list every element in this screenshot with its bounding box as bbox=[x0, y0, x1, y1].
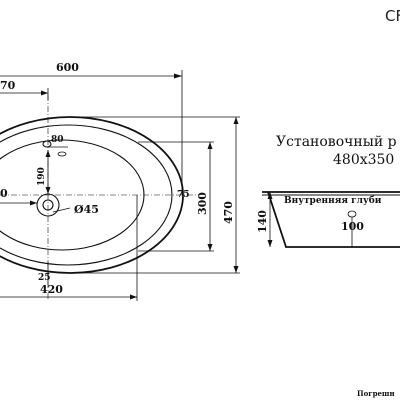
dim-100-label: 100 bbox=[341, 220, 364, 233]
dim-300-arrow-top bbox=[207, 142, 213, 149]
dim-190-arrow-top bbox=[45, 150, 51, 157]
dim-420-label: 420 bbox=[40, 283, 63, 296]
install-title-line2: 480x350 bbox=[333, 152, 394, 168]
dim-0-arrow bbox=[30, 200, 37, 206]
dim-420-arrow bbox=[130, 294, 137, 300]
dim-600-label: 600 bbox=[56, 61, 79, 74]
side-profile-outline bbox=[262, 191, 400, 248]
dim-drain-diameter-label: Ø45 bbox=[74, 203, 99, 216]
dim-300-arrow-bottom bbox=[207, 244, 213, 251]
inner-depth-label: Внутренняя глуби bbox=[284, 195, 382, 206]
dim-470-arrow-top bbox=[233, 117, 239, 124]
dim-80-label: 80 bbox=[51, 135, 64, 145]
dim-300-label: 300 bbox=[196, 192, 209, 215]
inner-rim-ellipse bbox=[0, 124, 173, 266]
dim-470-arrow-bottom bbox=[233, 266, 239, 273]
dim-600-arrow bbox=[174, 73, 182, 79]
drain-inner-circle bbox=[42, 199, 54, 211]
dim-190-arrow-bottom bbox=[45, 187, 51, 194]
model-code: CF bbox=[385, 7, 400, 25]
install-title-line1: Установочный р bbox=[276, 134, 397, 150]
overflow-hole bbox=[42, 140, 52, 148]
dim-140-label: 140 bbox=[256, 210, 269, 233]
dim-75-label: 75 bbox=[177, 190, 190, 200]
dim-470-label: 470 bbox=[222, 201, 235, 224]
footnote: Погрешн bbox=[357, 389, 395, 398]
dim-140-arrow-top bbox=[267, 192, 273, 199]
tap-hole bbox=[57, 151, 67, 157]
dim-140-arrow-bottom bbox=[267, 240, 273, 247]
side-profile-drain bbox=[347, 210, 357, 218]
dim-0-label: 0 bbox=[0, 187, 8, 200]
drain-leader-line bbox=[52, 207, 71, 213]
dim-70-label: 70 bbox=[0, 79, 16, 92]
dim-70-arrow bbox=[41, 90, 48, 96]
dim-190-label: 190 bbox=[37, 167, 47, 186]
dim-25-label: 25 bbox=[38, 273, 51, 283]
